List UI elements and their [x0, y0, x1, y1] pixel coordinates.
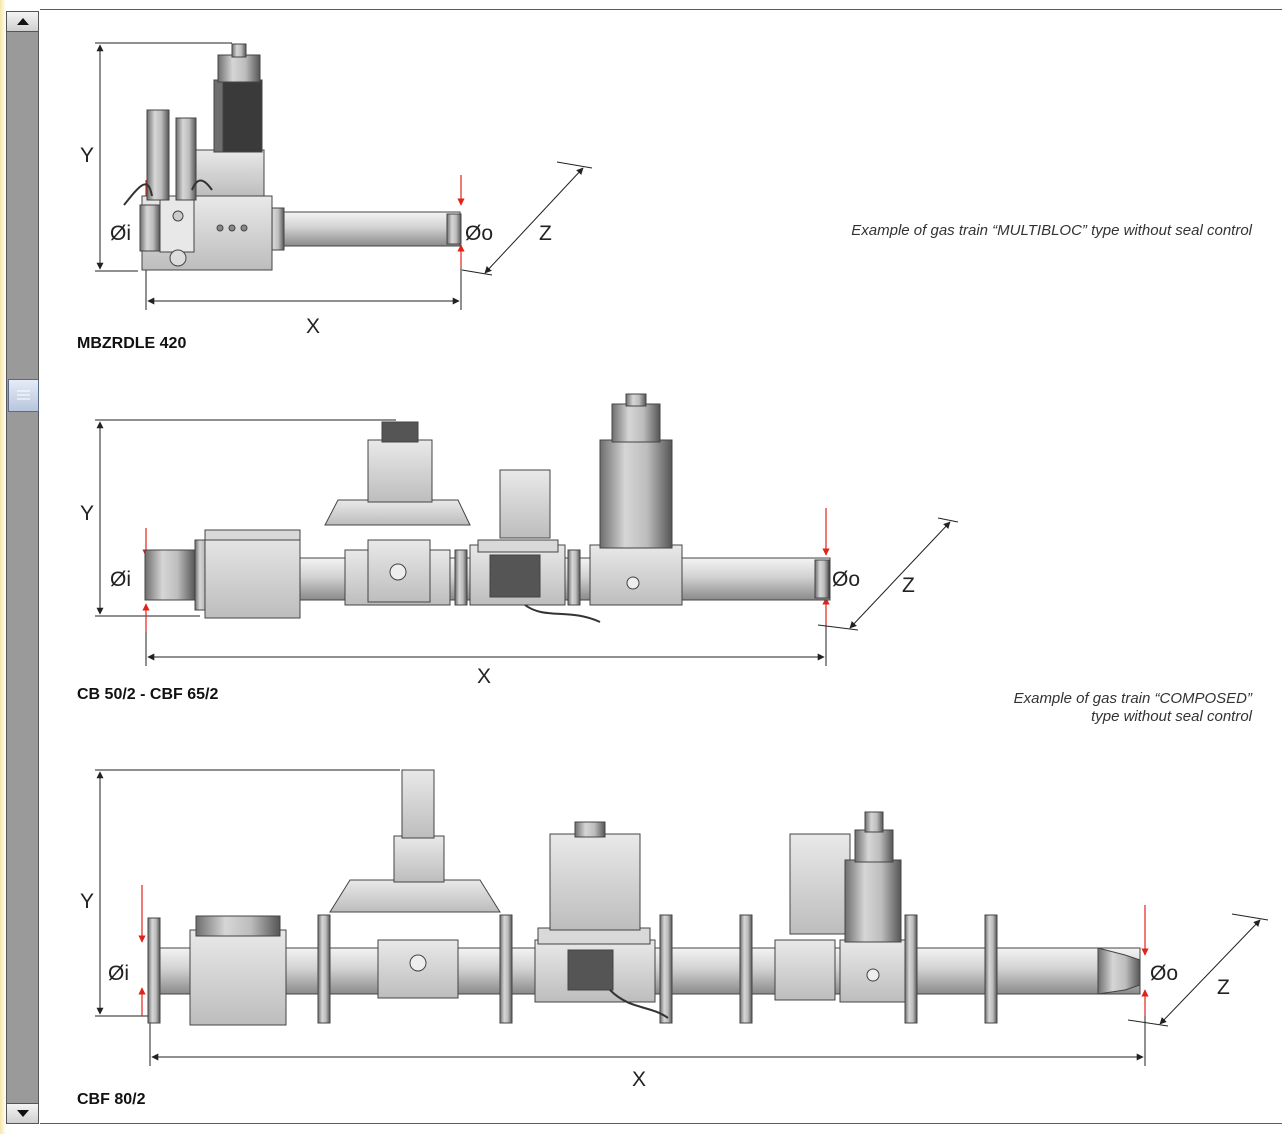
grip-lines-icon: [17, 390, 30, 400]
triangle-down-icon: [16, 1110, 29, 1117]
train-3-z-label: Z: [1217, 976, 1230, 999]
train-1-inlet-label: Øi: [110, 222, 131, 245]
train-3-inlet-label: Øi: [108, 962, 129, 985]
triangle-up-icon: [16, 18, 29, 25]
train-1-outlet-label: Øo: [465, 222, 493, 245]
caption-composed-line-2: type without seal control: [1091, 708, 1252, 725]
train-1-z-label: Z: [539, 222, 552, 245]
train-2-z-label: Z: [902, 574, 915, 597]
train-1-y-label: Y: [80, 144, 94, 167]
train-1-x-label: X: [306, 315, 320, 338]
train-3-x-label: X: [632, 1068, 646, 1091]
vertical-scrollbar[interactable]: [6, 11, 39, 1124]
caption-composed-line-1: Example of gas train “COMPOSED”: [1013, 690, 1252, 707]
train-1-drawing: Y X Z Øi Øo: [80, 42, 593, 338]
model-title-cbf-80-2: CBF 80/2: [77, 1091, 146, 1108]
train-3-y-label: Y: [80, 890, 94, 913]
train-2-x-label: X: [477, 665, 491, 688]
train-2-y-label: Y: [80, 502, 94, 525]
model-title-cb-50-2-cbf-65-2: CB 50/2 - CBF 65/2: [77, 686, 219, 703]
top-rule: [40, 9, 1282, 10]
caption-multibloc: Example of gas train “MULTIBLOC” type wi…: [851, 222, 1252, 239]
model-title-mbzrdle-420: MBZRDLE 420: [77, 335, 187, 352]
scroll-up-button[interactable]: [6, 11, 39, 32]
train-2-outlet-label: Øo: [832, 568, 860, 591]
train-3-drawing: Y X Z Øi Øo: [80, 769, 1269, 1091]
train-2-inlet-label: Øi: [110, 568, 131, 591]
scroll-thumb[interactable]: [8, 379, 39, 412]
bottom-rule: [40, 1123, 1282, 1124]
scroll-down-button[interactable]: [6, 1103, 39, 1124]
train-2-drawing: Y X Z Øi Øo: [80, 393, 959, 688]
scroll-track[interactable]: [6, 32, 39, 1103]
page-edge-strip: [0, 0, 6, 1134]
train-3-outlet-label: Øo: [1150, 962, 1178, 985]
